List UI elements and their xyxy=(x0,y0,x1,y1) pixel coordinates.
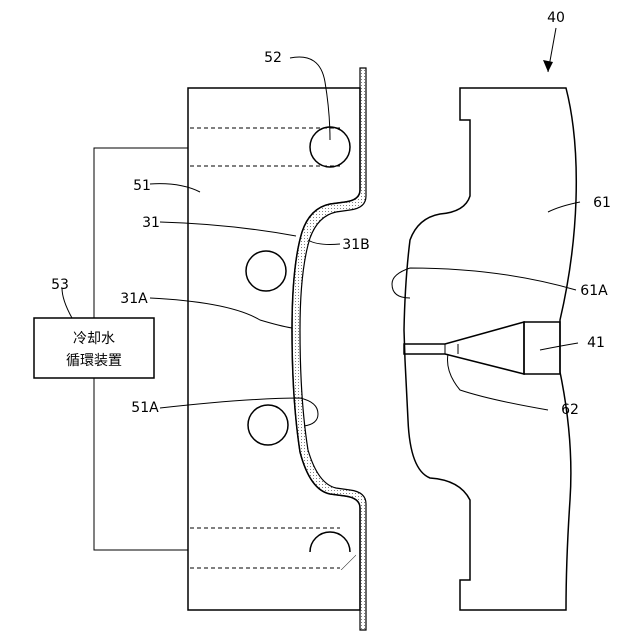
label-53: 53 xyxy=(51,277,69,293)
gate-part-41 xyxy=(524,322,560,374)
arrow-40 xyxy=(543,60,553,72)
cooling-water-circulation-unit: 冷却水 循環装置 xyxy=(34,148,188,550)
cooling-unit-text-line2: 循環装置 xyxy=(66,353,122,369)
leader-41 xyxy=(540,343,578,350)
label-31B: 31B xyxy=(342,237,369,253)
label-52: 52 xyxy=(264,50,282,66)
leader-62 xyxy=(448,354,549,410)
label-41: 41 xyxy=(587,335,605,351)
runner-62 xyxy=(404,322,524,374)
cooling-channel-circle-mid xyxy=(246,251,286,291)
cooling-channel-half-circle-bottom xyxy=(310,532,350,552)
label-62: 62 xyxy=(561,402,579,418)
leader-61A xyxy=(392,268,576,298)
cooling-unit-text-line1: 冷却水 xyxy=(73,331,115,347)
label-61: 61 xyxy=(593,195,611,211)
leader-51 xyxy=(150,184,200,192)
label-51: 51 xyxy=(133,178,151,194)
second-mold-body xyxy=(404,88,576,610)
label-31: 31 xyxy=(142,215,160,231)
leader-31 xyxy=(160,222,296,236)
first-mold xyxy=(188,88,360,610)
leader-31B xyxy=(308,240,340,245)
label-61A: 61A xyxy=(580,283,608,299)
label-31A: 31A xyxy=(120,291,148,307)
sheet-31 xyxy=(292,68,366,630)
cooling-channel-circle-lower xyxy=(248,405,288,445)
label-40: 40 xyxy=(547,10,565,26)
leader-31A xyxy=(150,298,292,328)
second-mold xyxy=(404,88,576,610)
label-51A: 51A xyxy=(131,400,159,416)
cooling-unit-box xyxy=(34,318,154,378)
